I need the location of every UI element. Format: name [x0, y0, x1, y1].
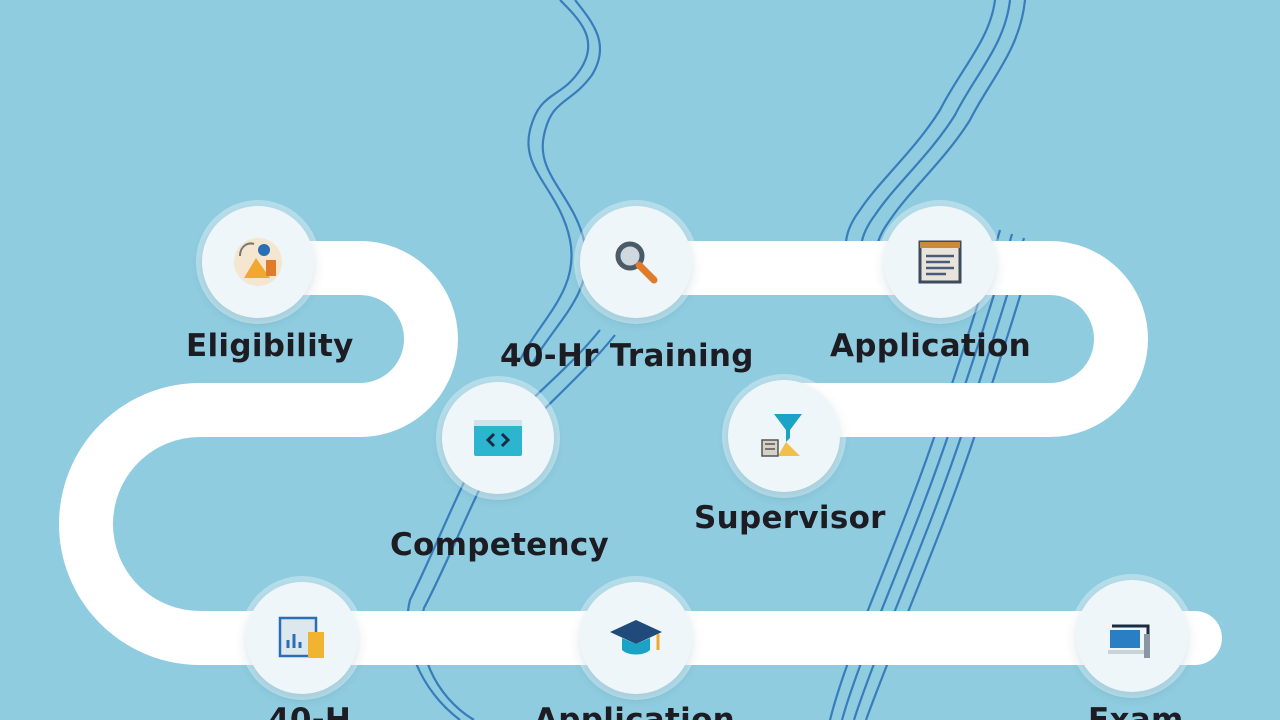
document-board-icon [918, 240, 962, 284]
step-exam-label: Exam [1088, 702, 1184, 720]
step-supervisor-node[interactable] [728, 380, 840, 492]
funnel-building-icon [761, 414, 802, 457]
step-hours-label: 40-H [268, 702, 352, 720]
step-competency-node[interactable] [442, 382, 554, 494]
path-road [59, 241, 1222, 665]
person-hardhat-icon [234, 238, 282, 286]
step-training-node[interactable] [580, 206, 692, 318]
magnifier-icon [615, 241, 658, 284]
graduation-cap-icon [610, 620, 662, 655]
step-eligibility-node[interactable] [202, 206, 314, 318]
step-application-top-node[interactable] [884, 206, 996, 318]
chart-board-icon [278, 616, 324, 658]
step-eligibility-label: Eligibility [186, 328, 354, 364]
crane-icon [1108, 624, 1150, 658]
step-application-top-label: Application [830, 328, 1032, 364]
step-supervisor-label: Supervisor [694, 500, 886, 536]
step-application-bottom-label: Application [534, 702, 736, 720]
step-exam-node[interactable] [1076, 580, 1188, 692]
step-training-label: 40-Hr Training [500, 338, 754, 374]
step-application-bottom-node[interactable] [580, 582, 692, 694]
code-window-icon [474, 420, 522, 456]
step-competency-label: Competency [390, 527, 610, 563]
step-hours-node[interactable] [246, 582, 358, 694]
